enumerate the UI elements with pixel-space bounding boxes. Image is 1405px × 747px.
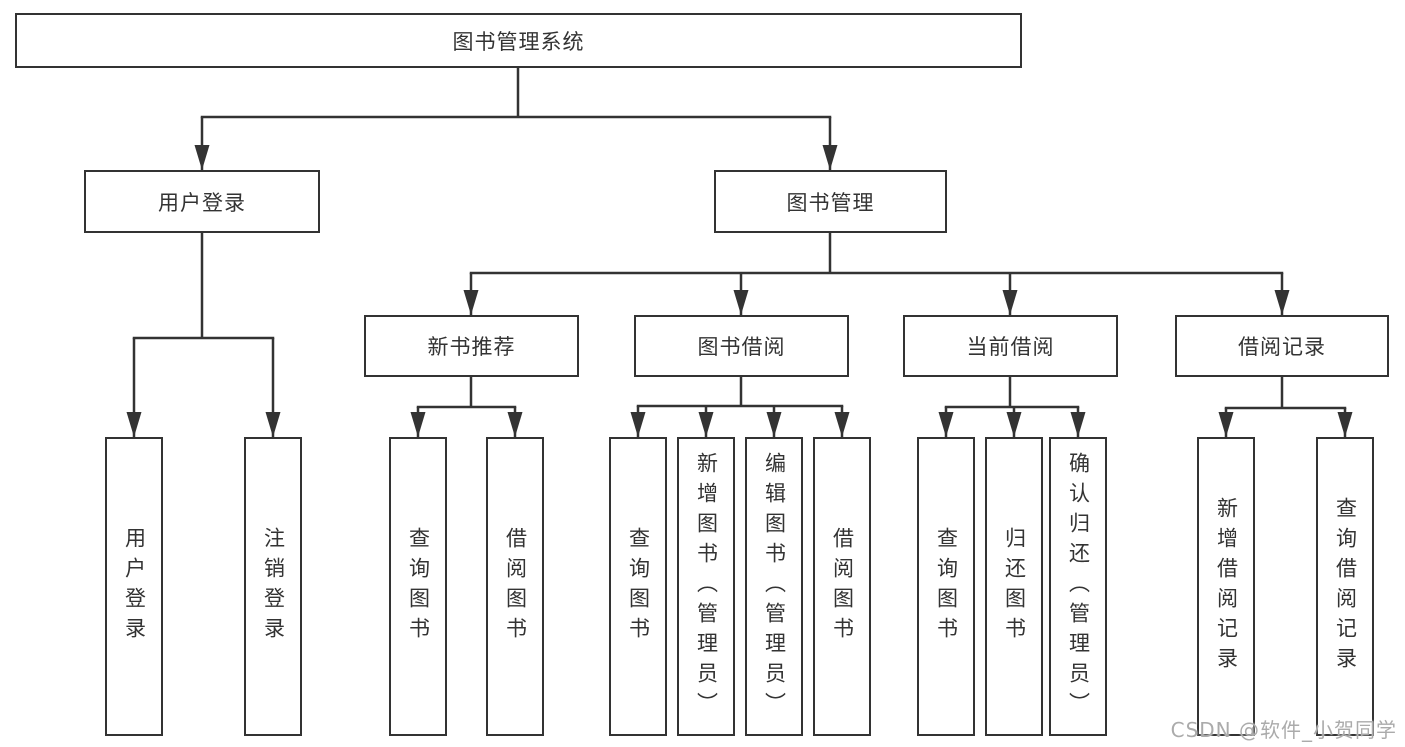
node-user-login: 用户登录 bbox=[84, 170, 320, 233]
node-book-management: 图书管理 bbox=[714, 170, 947, 233]
node-leaf-borrow-books: 借阅图书 bbox=[813, 437, 871, 736]
node-leaf-add-book-admin: 新增图书（管理员） bbox=[677, 437, 735, 736]
node-leaf-borrow-books-recommend: 借阅图书 bbox=[486, 437, 544, 736]
node-leaf-edit-book-admin: 编辑图书（管理员） bbox=[745, 437, 803, 736]
node-leaf-user-login: 用户登录 bbox=[105, 437, 163, 736]
node-borrow-records: 借阅记录 bbox=[1175, 315, 1389, 377]
csdn-watermark: CSDN @软件_小贺同学 bbox=[1170, 718, 1397, 742]
node-leaf-query-books-borrow: 查询图书 bbox=[609, 437, 667, 736]
node-leaf-logout: 注销登录 bbox=[244, 437, 302, 736]
node-leaf-return-book: 归还图书 bbox=[985, 437, 1043, 736]
node-leaf-query-books-recommend: 查询图书 bbox=[389, 437, 447, 736]
node-leaf-query-books-current: 查询图书 bbox=[917, 437, 975, 736]
node-current-borrow: 当前借阅 bbox=[903, 315, 1118, 377]
node-new-book-recommend: 新书推荐 bbox=[364, 315, 579, 377]
node-book-borrow: 图书借阅 bbox=[634, 315, 849, 377]
node-library-system: 图书管理系统 bbox=[15, 13, 1022, 68]
node-leaf-confirm-return-admin: 确认归还（管理员） bbox=[1049, 437, 1107, 736]
node-leaf-add-borrow-record: 新增借阅记录 bbox=[1197, 437, 1255, 736]
node-leaf-query-borrow-record: 查询借阅记录 bbox=[1316, 437, 1374, 736]
